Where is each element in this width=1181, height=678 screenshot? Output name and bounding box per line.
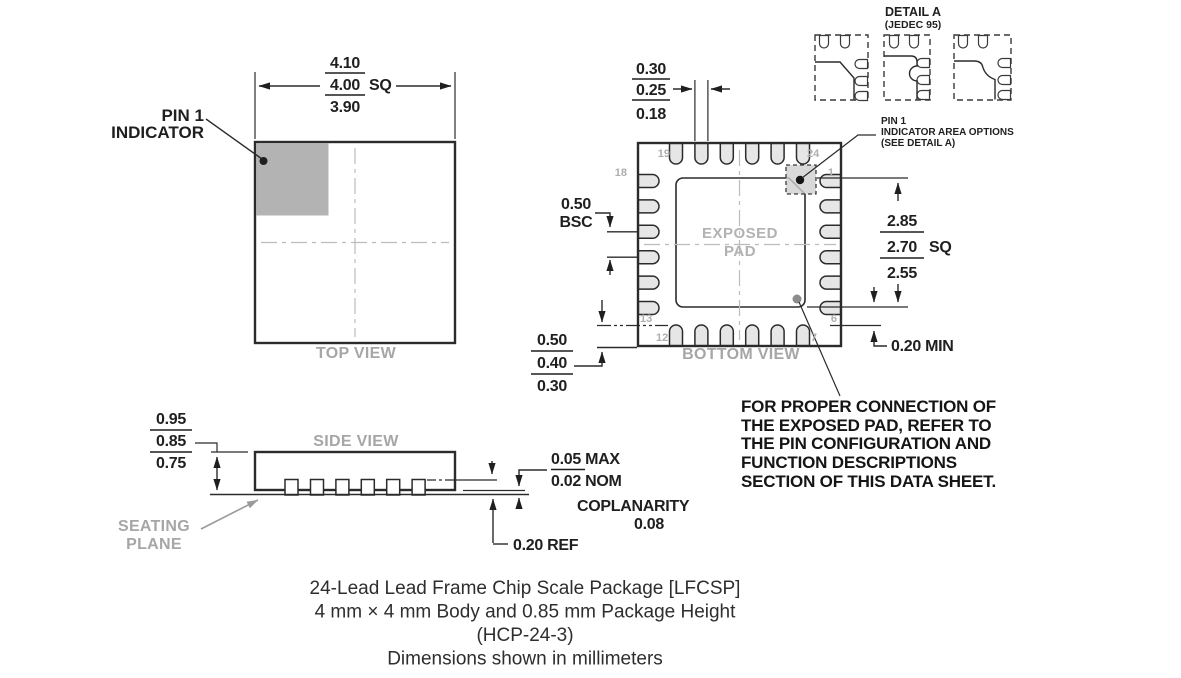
note-line4: FUNCTION DESCRIPTIONS <box>741 453 957 472</box>
pin1-label-line2: INDICATOR <box>111 123 204 142</box>
dim-lead-length-min: 0.30 <box>537 378 567 395</box>
pin1-options-line2: INDICATOR AREA OPTIONS <box>881 127 1014 138</box>
detail-a: DETAIL A (JEDEC 95) <box>814 5 1012 102</box>
pin-number-19: 19 <box>658 148 670 160</box>
pin-number-6: 6 <box>831 313 837 325</box>
leader-line <box>195 442 218 452</box>
pin1-indicator-area <box>256 143 329 216</box>
dim-height-min: 0.75 <box>156 455 186 472</box>
dim-pad-max: 2.85 <box>887 213 917 230</box>
dim-lead-length-max: 0.50 <box>537 332 567 349</box>
top-view: 4.10 4.00 SQ 3.90 PIN 1 INDICATOR TOP VI… <box>111 55 457 362</box>
pin-number-1: 1 <box>828 167 834 179</box>
caption: 24-Lead Lead Frame Chip Scale Package [L… <box>310 578 741 670</box>
dim-lead-ref: 0.20 REF <box>513 537 579 554</box>
leader-line <box>205 118 263 160</box>
leader-dot <box>259 157 268 165</box>
pin1-options-line1: PIN 1 <box>881 116 906 127</box>
caption-line3: (HCP-24-3) <box>476 625 573 646</box>
exposed-pad-note: FOR PROPER CONNECTION OF THE EXPOSED PAD… <box>741 397 996 491</box>
bottom-view-label: BOTTOM VIEW <box>682 346 800 363</box>
top-view-label: TOP VIEW <box>316 345 397 362</box>
dim-pad-min: 2.55 <box>887 265 917 282</box>
coplanarity-label: COPLANARITY <box>577 498 690 515</box>
caption-line4: Dimensions shown in millimeters <box>387 649 663 670</box>
seating-plane-label-line2: PLANE <box>126 536 182 553</box>
pin-number-24: 24 <box>807 148 820 160</box>
dim-body-suffix: SQ <box>369 77 392 94</box>
dim-arrow <box>870 330 887 347</box>
dim-lead-width-max: 0.30 <box>636 61 666 78</box>
note-line1: FOR PROPER CONNECTION OF <box>741 397 996 416</box>
dim-body-min: 3.90 <box>330 99 360 116</box>
pin-number-7: 7 <box>811 332 817 344</box>
coplanarity-value: 0.08 <box>634 516 664 533</box>
exposed-pad-label-line1: EXPOSED <box>702 225 778 242</box>
dim-standoff-max: 0.05 MAX <box>551 451 620 468</box>
dim-standoff-nom: 0.02 NOM <box>551 473 622 490</box>
dim-height-nom: 0.85 <box>156 433 186 450</box>
note-leader-line <box>798 301 841 397</box>
dim-lead-width-nom: 0.25 <box>636 82 666 99</box>
detail-a-subtitle: (JEDEC 95) <box>885 19 942 31</box>
bottom-view: PIN 1 INDICATOR AREA OPTIONS (SEE DETAIL… <box>531 61 1014 397</box>
pin1-leader-line <box>801 134 876 179</box>
side-view: SIDE VIEW 0.95 0.85 0.75 SEATING PLANE <box>118 411 690 554</box>
exposed-pad <box>675 177 806 308</box>
dim-pitch-ref: BSC <box>560 214 594 231</box>
pin1-options-line3: (SEE DETAIL A) <box>881 138 955 149</box>
note-line3: THE PIN CONFIGURATION AND <box>741 434 991 453</box>
caption-line1: 24-Lead Lead Frame Chip Scale Package [L… <box>310 578 741 599</box>
exposed-pad-label-line2: PAD <box>724 243 756 260</box>
dim-arrow <box>595 212 614 228</box>
dim-lead-length-nom: 0.40 <box>537 355 567 372</box>
dim-body-nom: 4.00 <box>330 77 360 94</box>
dim-arrow <box>574 351 606 367</box>
pin-number-12: 12 <box>656 332 668 344</box>
dim-lead-width-min: 0.18 <box>636 106 666 123</box>
seating-plane-arrow <box>200 499 259 530</box>
detail-a-option-1 <box>814 34 869 102</box>
dim-pad-nom: 2.70 <box>887 239 917 256</box>
note-line5: SECTION OF THIS DATA SHEET. <box>741 472 996 491</box>
detail-a-option-2 <box>883 34 931 101</box>
caption-line2: 4 mm × 4 mm Body and 0.85 mm Package Hei… <box>315 602 737 623</box>
side-view-leads <box>284 478 426 496</box>
pin-number-13: 13 <box>640 313 652 325</box>
dim-arrow <box>515 469 547 487</box>
exposed-pad-dot <box>792 294 802 304</box>
pin-number-18: 18 <box>615 167 627 179</box>
detail-a-option-3 <box>953 34 1012 101</box>
dim-pad-suffix: SQ <box>929 239 952 256</box>
dim-pitch-value: 0.50 <box>561 196 591 213</box>
dim-body-max: 4.10 <box>330 55 360 72</box>
seating-plane-label-line1: SEATING <box>118 518 190 535</box>
detail-a-title: DETAIL A <box>885 5 941 19</box>
note-line2: THE EXPOSED PAD, REFER TO <box>741 416 991 435</box>
side-view-label: SIDE VIEW <box>313 433 399 450</box>
dim-clearance: 0.20 MIN <box>891 338 954 355</box>
pin1-label-line1: PIN 1 <box>161 106 204 125</box>
dim-height-max: 0.95 <box>156 411 186 428</box>
